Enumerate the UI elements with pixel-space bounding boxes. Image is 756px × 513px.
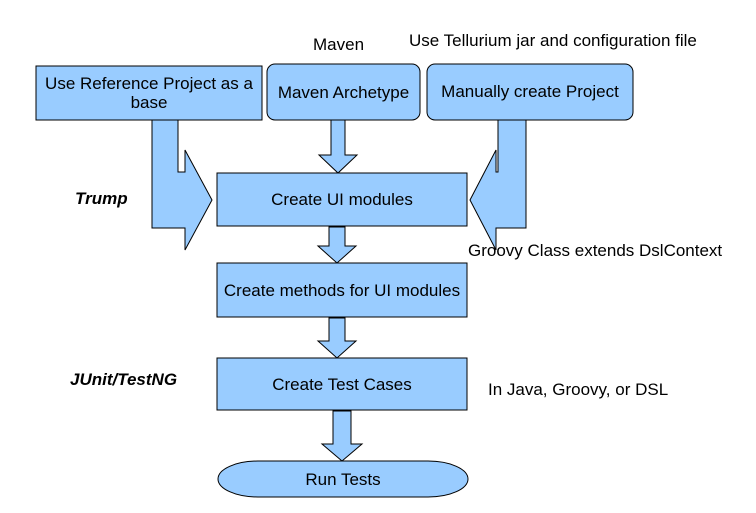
- methods-label: Create methods for UI modules: [223, 280, 461, 300]
- reference-project-label: Use Reference Project as a base: [45, 74, 253, 112]
- ui-modules-box: [216, 172, 468, 227]
- test-cases-box: [216, 357, 468, 411]
- test-cases-label: Create Test Cases: [272, 374, 412, 394]
- maven-archetype-label: Maven Archetype: [277, 82, 410, 102]
- maven-caption: Maven: [313, 35, 365, 54]
- arrow-manual-to-ui-modules: [469, 119, 527, 251]
- run-tests-terminal: [217, 460, 469, 498]
- languages-caption: In Java, Groovy, or DSL: [488, 380, 669, 399]
- arrow-test-cases-to-run-tests: [320, 410, 364, 462]
- junit-testng-label: JUnit/TestNG: [70, 370, 178, 389]
- reference-project-box: [35, 65, 263, 121]
- groovy-class-caption: Groovy Class extends DslContext: [468, 241, 723, 260]
- run-tests-label: Run Tests: [305, 469, 381, 489]
- tellurium-caption: Use Tellurium jar and configuration file: [409, 31, 697, 50]
- arrow-ui-modules-to-methods: [316, 226, 358, 264]
- arrow-archetype-to-ui-modules: [317, 119, 359, 174]
- ui-modules-label: Create UI modules: [271, 190, 413, 209]
- methods-box: [216, 262, 468, 318]
- arrow-methods-to-test-cases: [316, 317, 358, 359]
- manual-project-box: [426, 63, 634, 121]
- manual-project-label: Manually create Project: [441, 81, 619, 101]
- arrow-reference-to-ui-modules: [151, 119, 213, 251]
- trump-label: Trump: [75, 189, 128, 208]
